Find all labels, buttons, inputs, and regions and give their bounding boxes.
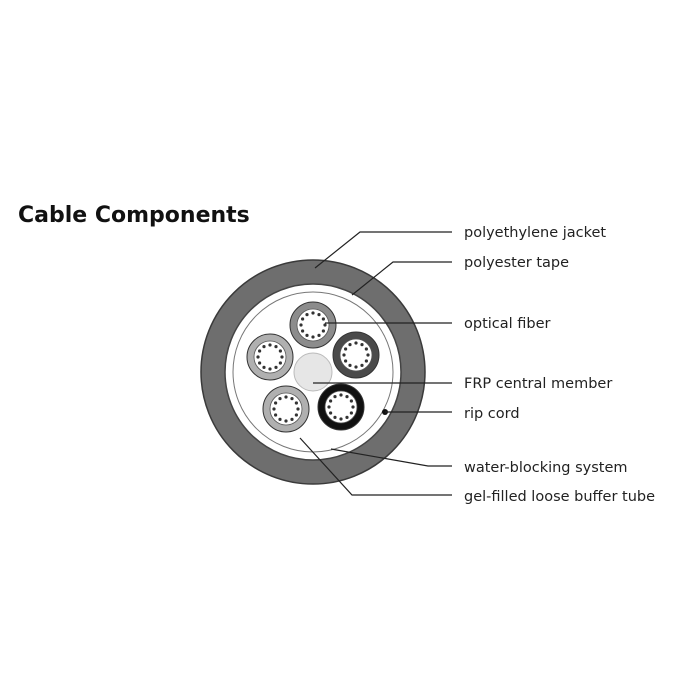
- optical-fiber: [345, 395, 349, 399]
- optical-fiber: [278, 417, 282, 421]
- optical-fiber: [348, 363, 352, 367]
- optical-fiber: [256, 355, 260, 359]
- optical-fiber: [278, 361, 282, 365]
- optical-fiber: [268, 343, 272, 347]
- optical-fiber: [342, 353, 346, 357]
- buffer-tube-bottom-left: [262, 385, 310, 433]
- optical-fiber: [311, 311, 315, 315]
- optical-fiber: [305, 333, 309, 337]
- optical-fiber: [364, 347, 368, 351]
- buffer-tube-top: [289, 301, 337, 349]
- frp-central-member: [293, 352, 333, 392]
- optical-fiber: [360, 363, 364, 367]
- optical-fiber: [301, 317, 305, 321]
- optical-fiber: [360, 343, 364, 347]
- label-polyester-tape: polyester tape: [464, 255, 569, 271]
- optical-fiber: [333, 415, 337, 419]
- optical-fiber: [321, 329, 325, 333]
- optical-fiber: [262, 345, 266, 349]
- label-water-blocking-system: water-blocking system: [464, 460, 628, 476]
- optical-fiber: [274, 401, 278, 405]
- optical-fiber: [344, 347, 348, 351]
- label-polyethylene-jacket: polyethylene jacket: [464, 225, 606, 241]
- optical-fiber: [351, 405, 355, 409]
- leader-jacket: [314, 231, 452, 269]
- optical-fiber: [299, 323, 303, 327]
- optical-fiber: [296, 407, 300, 411]
- optical-fiber: [258, 349, 262, 353]
- optical-fiber: [268, 367, 272, 371]
- buffer-tube-bottom-right: [317, 383, 365, 431]
- optical-fiber: [284, 395, 288, 399]
- label-rip-cord: rip cord: [464, 406, 520, 422]
- optical-fiber: [294, 401, 298, 405]
- optical-fiber: [339, 417, 343, 421]
- leader-water: [330, 448, 452, 467]
- optical-fiber: [317, 333, 321, 337]
- optical-fiber: [327, 405, 331, 409]
- diagram-title: Cable Components: [18, 203, 250, 228]
- optical-fiber: [329, 399, 333, 403]
- optical-fiber: [274, 345, 278, 349]
- optical-fiber: [294, 413, 298, 417]
- optical-fiber: [344, 359, 348, 363]
- optical-fiber: [321, 317, 325, 321]
- optical-fiber: [305, 313, 309, 317]
- leader-tape: [351, 261, 452, 296]
- optical-fiber: [258, 361, 262, 365]
- optical-fiber: [262, 365, 266, 369]
- optical-fiber: [278, 349, 282, 353]
- optical-fiber: [280, 355, 284, 359]
- label-frp-central-member: FRP central member: [464, 376, 612, 392]
- optical-fiber: [301, 329, 305, 333]
- optical-fiber: [329, 411, 333, 415]
- optical-fiber: [274, 365, 278, 369]
- optical-fiber: [348, 343, 352, 347]
- optical-fiber: [317, 313, 321, 317]
- optical-fiber: [354, 365, 358, 369]
- optical-fiber: [333, 395, 337, 399]
- optical-fiber: [272, 407, 276, 411]
- label-optical-fiber: optical fiber: [464, 316, 551, 332]
- buffer-tube-right: [332, 331, 380, 379]
- optical-fiber: [290, 417, 294, 421]
- optical-fiber: [284, 419, 288, 423]
- optical-fiber: [366, 353, 370, 357]
- label-gel-filled-loose-buffer-tube: gel-filled loose buffer tube: [464, 489, 655, 505]
- optical-fiber: [349, 399, 353, 403]
- optical-fiber: [290, 397, 294, 401]
- leader-tube: [299, 437, 452, 496]
- optical-fiber: [274, 413, 278, 417]
- optical-fiber: [345, 415, 349, 419]
- optical-fiber: [278, 397, 282, 401]
- optical-fiber: [339, 393, 343, 397]
- optical-fiber: [323, 323, 327, 327]
- optical-fiber: [349, 411, 353, 415]
- optical-fiber: [364, 359, 368, 363]
- buffer-tube-left: [246, 333, 294, 381]
- buffer-tubes: [246, 301, 380, 433]
- optical-fiber: [354, 341, 358, 345]
- optical-fiber: [311, 335, 315, 339]
